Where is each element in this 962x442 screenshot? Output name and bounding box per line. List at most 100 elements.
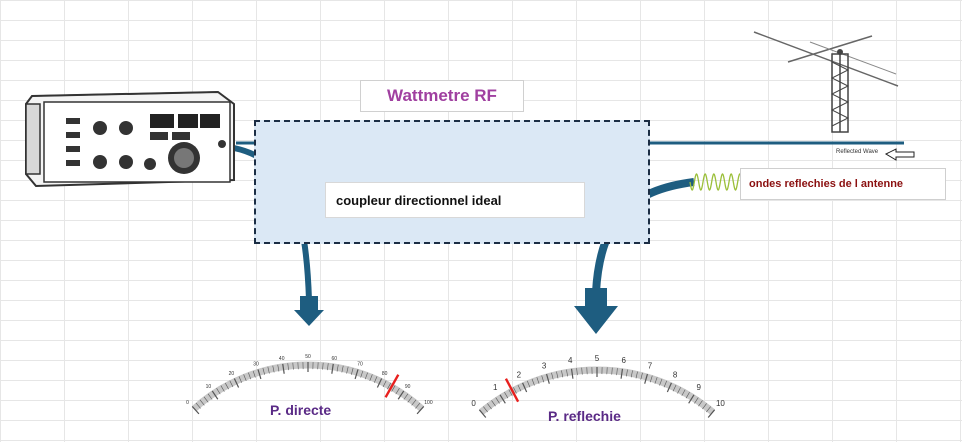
meter-tick <box>415 402 421 409</box>
meter-tick <box>640 372 643 380</box>
meter-tick <box>191 406 200 415</box>
meter-tick <box>267 366 270 374</box>
meter-tick <box>685 392 690 399</box>
meter-tick-label: 6 <box>621 356 626 365</box>
meter-tick <box>495 397 500 404</box>
meter-tick <box>663 380 668 388</box>
meter-tick <box>322 362 324 370</box>
meter-tick <box>576 368 578 376</box>
meter-tick <box>351 367 354 375</box>
meter-tick <box>566 369 568 377</box>
meter-tick <box>391 385 396 392</box>
meter-tick-label: 20 <box>229 371 235 377</box>
meter-tick <box>536 377 540 384</box>
forward-power-arrowhead <box>294 296 324 326</box>
meter-tick-label: 70 <box>357 362 363 368</box>
meter-tick-label: 50 <box>305 354 311 360</box>
meter-tick-label: 10 <box>206 384 212 390</box>
meter-tick <box>207 393 213 400</box>
meter-tick-label: 3 <box>542 361 547 370</box>
reflected-meter-label: P. reflechie <box>548 408 621 424</box>
meter-tick <box>545 373 550 384</box>
meter-tick <box>694 397 699 404</box>
meter-tick <box>403 393 409 400</box>
meter-tick <box>681 389 686 396</box>
meter-tick <box>195 402 201 409</box>
meter-tick <box>233 378 240 388</box>
meter-tick-label: 2 <box>517 371 522 380</box>
meter-tick <box>649 375 653 383</box>
reflected-power-arrowhead <box>574 288 618 334</box>
meter-tick <box>229 380 234 388</box>
reflected-wave-arrow-icon <box>884 148 915 161</box>
meter-tick <box>635 371 638 379</box>
meter-tick <box>556 371 559 379</box>
meter-tick <box>216 388 221 395</box>
meter-tick <box>499 394 506 404</box>
meter-tick <box>504 392 509 399</box>
meter-tick <box>346 366 349 374</box>
meter-tick <box>272 365 275 373</box>
meter-tick <box>382 380 387 388</box>
meter-tick <box>416 406 425 415</box>
meter-tick <box>551 372 554 380</box>
meter-tick <box>248 372 252 380</box>
meter-tick <box>611 367 613 375</box>
meter-tick-label: 100 <box>424 400 433 406</box>
meter-tick <box>531 378 535 386</box>
reflected-meter-needle <box>504 378 520 403</box>
meter-tick-label: 5 <box>595 354 600 363</box>
meter-tick <box>561 370 564 378</box>
meter-tick <box>203 396 209 403</box>
meter-tick-label: 0 <box>186 400 189 406</box>
meter-tick <box>397 390 405 400</box>
diagram-title: Wattmetre RF <box>360 80 524 112</box>
meter-tick <box>522 382 528 393</box>
meter-tick <box>491 400 496 407</box>
meter-tick-label: 0 <box>471 399 476 408</box>
meter-tick <box>292 362 294 370</box>
meter-tick <box>387 382 391 390</box>
meter-tick <box>331 363 334 374</box>
meter-tick <box>220 385 225 392</box>
meter-tick <box>336 364 339 372</box>
meter-tick <box>252 370 256 378</box>
direct-meter-needle <box>384 374 400 398</box>
meter-tick-label: 80 <box>382 371 388 377</box>
meter-tick <box>620 368 624 379</box>
meter-tick <box>487 403 492 410</box>
meter-tick-label: 30 <box>253 362 259 368</box>
meter-tick-label: 10 <box>716 399 725 408</box>
meter-tick <box>581 367 583 375</box>
meter-tick <box>706 406 711 413</box>
meter-tick <box>395 388 400 395</box>
meter-tick <box>287 363 289 371</box>
meter-tick <box>211 390 219 400</box>
meter-tick <box>238 376 243 383</box>
meter-tick <box>672 384 677 392</box>
meter-tick <box>688 394 695 404</box>
meter-tick-label: 90 <box>405 384 411 390</box>
direct-meter-label: P. directe <box>270 402 332 418</box>
meter-tick-label: 1 <box>493 383 498 392</box>
meter-tick <box>483 406 488 413</box>
meter-tick <box>513 387 517 394</box>
meter-tick <box>373 376 378 383</box>
meter-tick-label: 60 <box>332 356 338 362</box>
meter-tick <box>277 364 280 372</box>
meter-tick <box>411 399 417 406</box>
meter-tick <box>616 368 618 376</box>
reflected-wave-caption: Reflected Wave <box>836 149 879 155</box>
meter-tick <box>698 400 703 407</box>
meter-tick <box>626 369 628 377</box>
meter-tick-label: 4 <box>568 356 573 365</box>
antenna-icon <box>753 31 899 133</box>
meter-tick <box>666 382 672 393</box>
meter-tick <box>570 368 574 379</box>
meter-tick <box>526 380 531 388</box>
meter-tick <box>508 389 513 396</box>
